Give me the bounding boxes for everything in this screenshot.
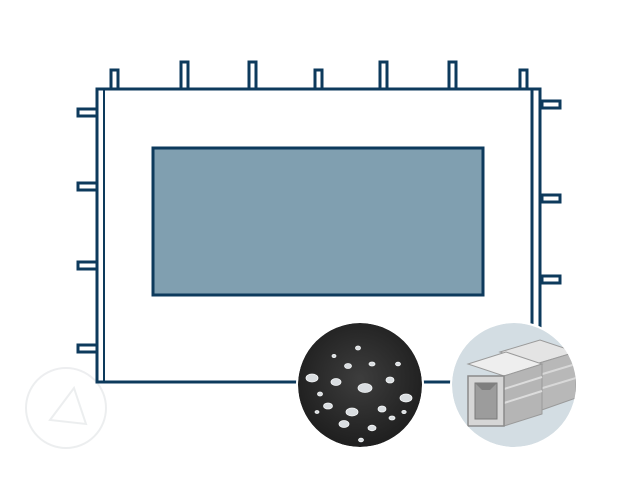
water-repellent-badge bbox=[296, 321, 424, 449]
water-droplets-icon bbox=[305, 345, 413, 443]
top-loop bbox=[247, 60, 258, 92]
window-pane bbox=[151, 146, 485, 297]
top-loop bbox=[518, 68, 529, 92]
top-loop bbox=[109, 68, 120, 92]
right-loop bbox=[540, 99, 562, 110]
left-loop bbox=[76, 260, 100, 271]
top-loop bbox=[179, 60, 190, 92]
left-loop bbox=[76, 181, 100, 192]
right-loops bbox=[540, 99, 562, 285]
right-loop bbox=[540, 274, 562, 285]
top-loops bbox=[109, 60, 529, 92]
square-steel-tube-icon bbox=[466, 339, 576, 427]
top-loop bbox=[378, 60, 389, 92]
right-loop bbox=[540, 193, 562, 204]
top-loop bbox=[447, 60, 458, 92]
left-loop bbox=[76, 107, 100, 118]
left-loops bbox=[76, 107, 100, 354]
left-loop bbox=[76, 343, 100, 354]
watermark-logo bbox=[25, 367, 107, 449]
steel-frame-profile-badge bbox=[450, 321, 578, 449]
top-loop bbox=[313, 68, 324, 92]
